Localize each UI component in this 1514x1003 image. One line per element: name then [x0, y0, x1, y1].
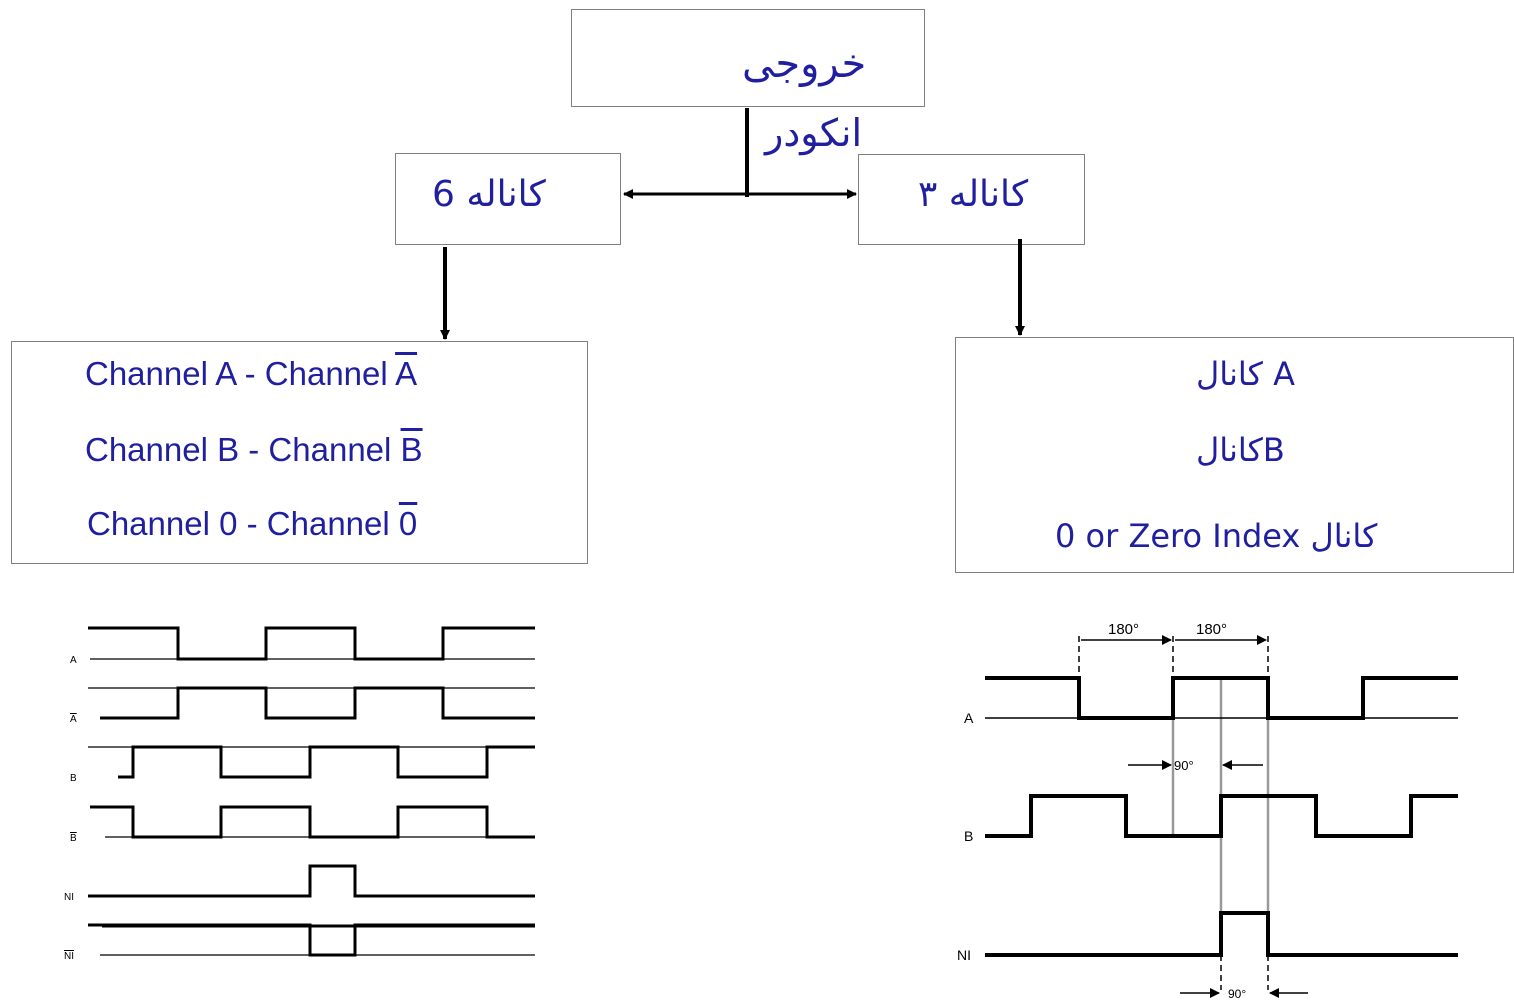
- waveform-b-bar: [90, 805, 535, 839]
- six-channel-list-box: [11, 341, 588, 564]
- channel-line-0-text: Channel 0 - Channel: [87, 505, 399, 542]
- signal-label-b-bar: B: [70, 833, 77, 844]
- waveform-ni-right: [985, 911, 1458, 957]
- three-channel-label: ۳ کاناله: [918, 174, 1029, 215]
- waveform-b: [118, 745, 535, 779]
- three-channel-box: [858, 154, 1085, 245]
- encoder-output-title-line1: خروجی: [742, 41, 867, 87]
- waveform-a-right: [985, 676, 1458, 720]
- channel-line-a: Channel A - Channel A: [85, 352, 417, 396]
- channel-zero-index-line: 0 or Zero Index کانال: [1055, 517, 1378, 555]
- waveform-ni: [88, 864, 535, 898]
- waveform-b-right: [985, 794, 1458, 838]
- six-channel-label: 6 کاناله: [432, 174, 546, 215]
- three-channel-list-box: [955, 337, 1514, 573]
- channel-0-bar: 0: [398, 505, 418, 542]
- waveform-a: [88, 626, 535, 661]
- channel-line-0: Channel 0 - Channel 0: [87, 502, 417, 546]
- signal-label-a-bar: A: [70, 714, 77, 725]
- channel-b-line: کانالB: [1196, 431, 1285, 469]
- dim-label-180-2: 180°: [1196, 621, 1227, 638]
- signal-label-ni: NI: [64, 892, 74, 903]
- waveform-a-bar: [100, 686, 535, 720]
- channel-line-b-text: Channel B - Channel: [85, 431, 401, 468]
- six-channel-box: [395, 153, 621, 245]
- signal-label-a: A: [70, 655, 77, 666]
- dim-label-90-2: 90°: [1228, 987, 1246, 1001]
- channel-b-bar: B: [400, 431, 423, 468]
- right-signal-label-ni: NI: [957, 947, 971, 963]
- right-signal-label-b: B: [964, 828, 973, 844]
- encoder-output-title-line2: انکودر: [765, 111, 863, 155]
- right-signal-label-a: A: [964, 710, 974, 726]
- encoder-output-box: [571, 9, 925, 107]
- channel-line-b: Channel B - Channel B: [85, 428, 423, 472]
- channel-a-bar: A: [395, 355, 418, 392]
- signal-label-b: B: [70, 773, 77, 784]
- dim-label-180-1: 180°: [1108, 621, 1139, 638]
- channel-line-a-text: Channel A - Channel: [85, 355, 396, 392]
- dim-label-90-1: 90°: [1174, 758, 1194, 773]
- signal-label-ni-bar: NI: [64, 951, 74, 962]
- channel-a-line: کانال A: [1196, 355, 1295, 393]
